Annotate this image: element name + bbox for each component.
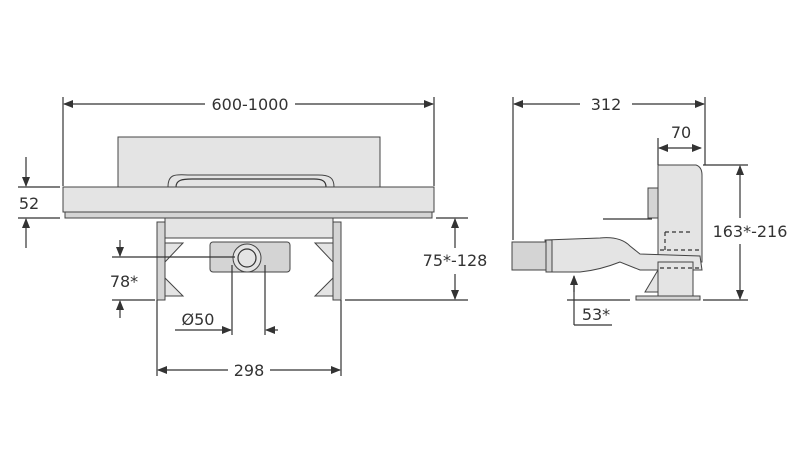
- side-clip: [647, 187, 659, 219]
- pipe-diameter-dimension: Ø50: [182, 310, 215, 329]
- feet-spacing-dimension: 298: [234, 361, 265, 380]
- outlet-height-dimension: 78*: [110, 272, 138, 291]
- side-leg: [657, 261, 694, 297]
- total-height-dimension: 163*-216: [713, 222, 788, 241]
- outlet-pipe: [232, 243, 262, 273]
- depth-dimension: 312: [591, 95, 622, 114]
- channel-underside: [164, 217, 334, 239]
- grate-handle: [167, 174, 335, 188]
- pipe-end: [511, 241, 547, 271]
- width-dimension: 600-1000: [211, 95, 288, 114]
- right-leg: [332, 221, 342, 301]
- channel-body: [62, 186, 435, 213]
- side-foot: [635, 295, 701, 301]
- side-outlet-height-dimension: 53*: [582, 305, 610, 324]
- front-view: 600-1000 52 78* Ø50 298 75*-128: [18, 95, 487, 380]
- side-body: [657, 164, 703, 263]
- channel-flange: [64, 211, 433, 219]
- side-view: 312 70 163*-216 53*: [511, 95, 788, 326]
- body-width-dimension: 70: [671, 123, 691, 142]
- left-leg: [156, 221, 166, 301]
- height-dimension: 52: [19, 194, 39, 213]
- adjust-height-dimension: 75*-128: [423, 251, 488, 270]
